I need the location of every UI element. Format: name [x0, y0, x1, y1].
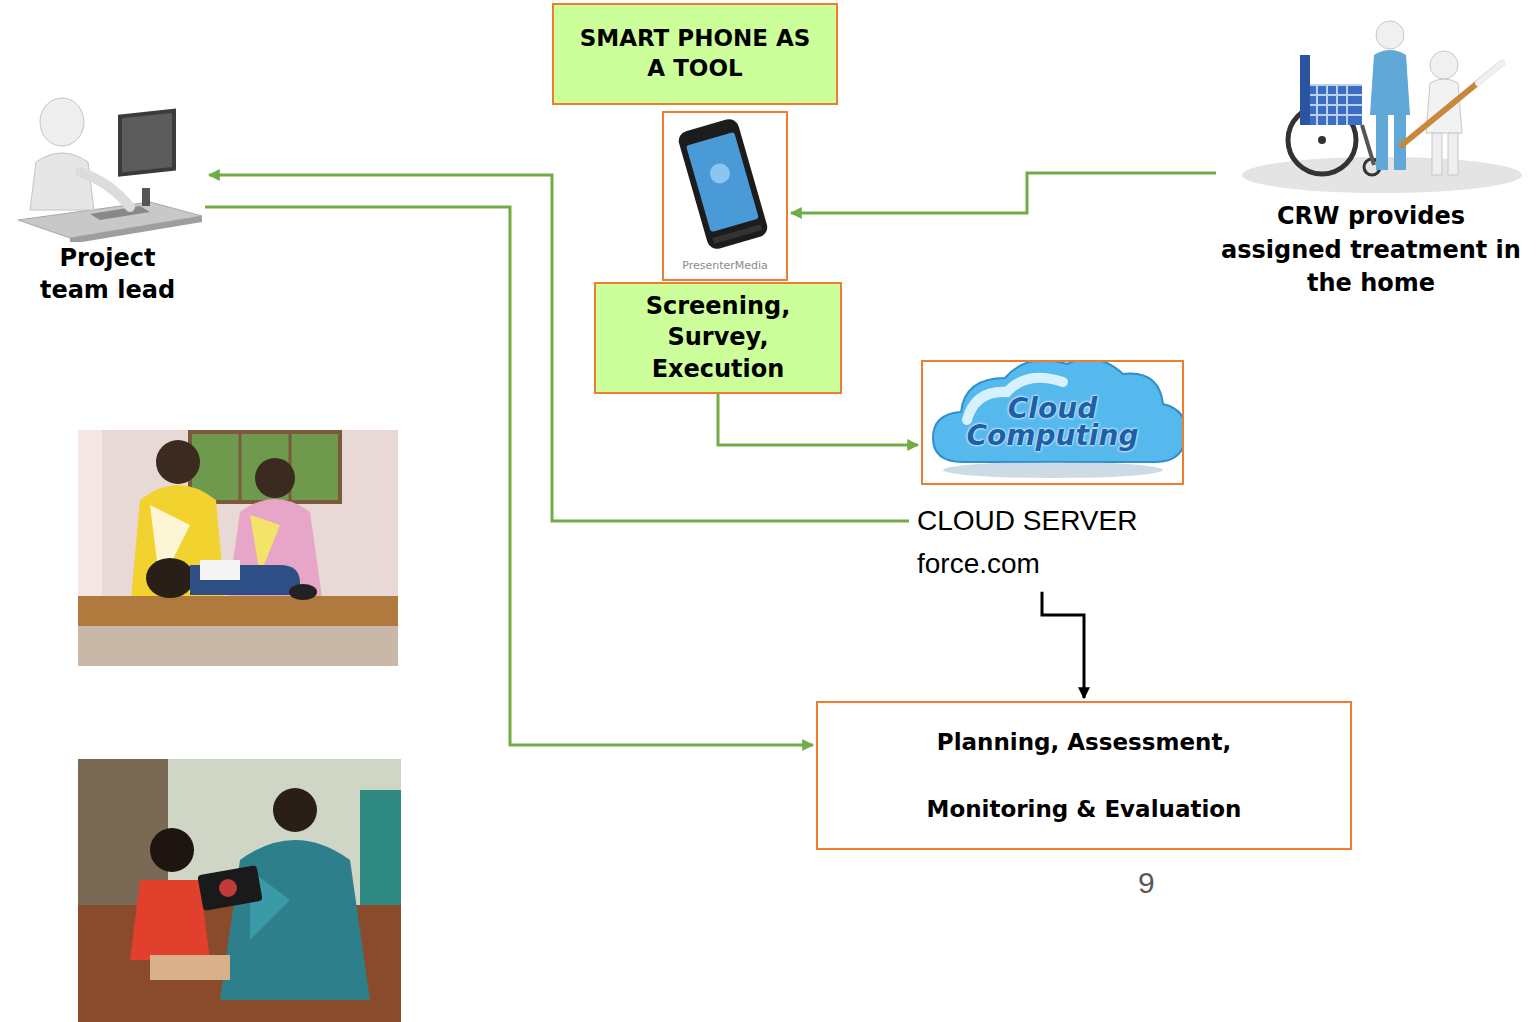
connector-arrow: [209, 175, 909, 521]
page-number: 9: [1138, 866, 1155, 900]
process-box: Planning, Assessment, Monitoring & Evalu…: [816, 701, 1352, 850]
node-text: Project team lead: [28, 242, 188, 307]
figure-art: [1212, 15, 1530, 195]
process-box: Screening, Survey, Execution: [594, 282, 842, 394]
phone-icon: PresenterMedia: [662, 111, 788, 281]
person-figure: Project team lead: [10, 92, 205, 330]
node-text: SMART PHONE AS A TOOL: [570, 24, 820, 84]
cloud-box: Cloud ComputingCLOUD SERVER force.com: [921, 360, 1184, 485]
figure-art: [10, 92, 205, 242]
node-text: Cloud Computing: [953, 396, 1153, 449]
therapy-photo: [78, 430, 398, 666]
connector-arrow: [1042, 592, 1084, 698]
process-box: SMART PHONE AS A TOOL: [552, 3, 838, 105]
node-text: Planning, Assessment, Monitoring & Evalu…: [894, 709, 1274, 842]
figure-art: [664, 113, 786, 279]
therapy-photo: [78, 759, 401, 1022]
node-text: Screening, Survey, Execution: [603, 291, 833, 385]
node-caption: CLOUD SERVER force.com: [917, 499, 1167, 586]
connector-arrow: [718, 394, 918, 445]
connector-arrow: [791, 173, 1216, 213]
node-text: PresenterMedia: [666, 259, 784, 272]
node-text: CRW provides assigned treatment in the h…: [1219, 200, 1523, 301]
person-figure: CRW provides assigned treatment in the h…: [1212, 15, 1530, 305]
